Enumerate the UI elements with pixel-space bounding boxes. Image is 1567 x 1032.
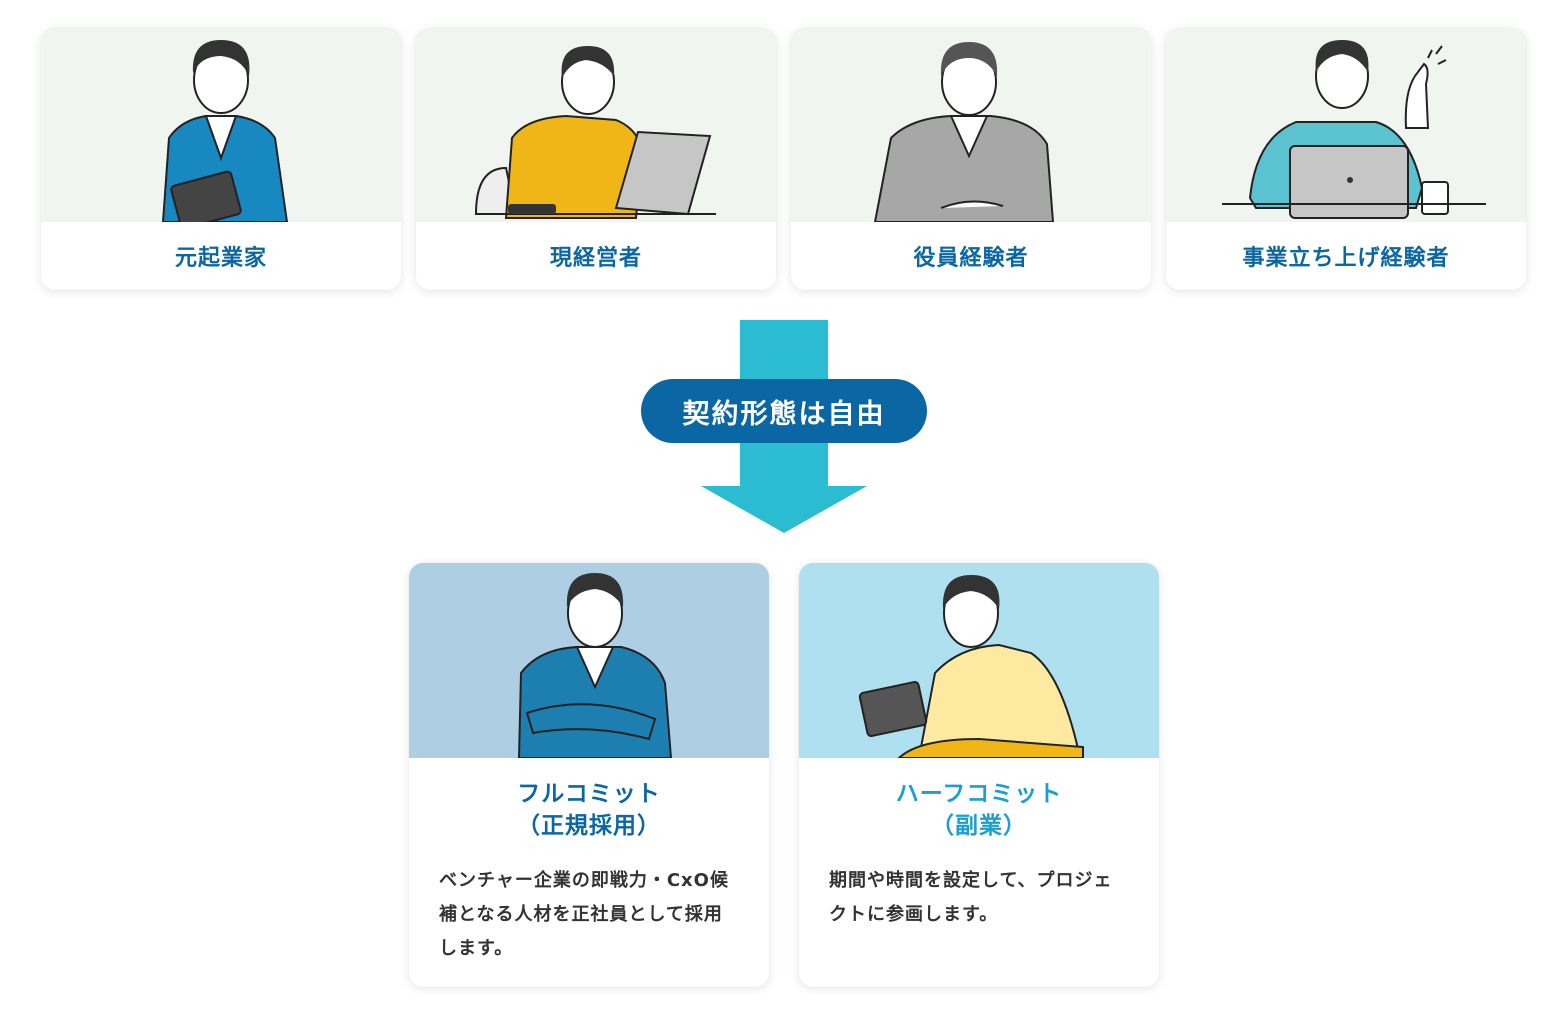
option-title-sub: （副業） (799, 810, 1159, 842)
option-description: ベンチャー企業の即戦力・CxO候補となる人材を正社員として採用します。 (439, 864, 739, 966)
profile-label: 現経営者 (416, 222, 776, 290)
option-title-sub: （正規採用） (409, 810, 769, 842)
board-member-illustration (791, 28, 1151, 222)
option-title: ハーフコミット （副業） (799, 778, 1159, 842)
full-commit-illustration (409, 563, 769, 758)
half-commit-illustration (799, 563, 1159, 758)
profile-card-executive: 現経営者 (416, 28, 776, 290)
contract-type-badge: 契約形態は自由 (641, 379, 927, 443)
profile-label: 元起業家 (41, 222, 401, 290)
flow-arrow-head (701, 486, 867, 533)
option-card-half-commit: ハーフコミット （副業） 期間や時間を設定して、プロジェクトに参画します。 (799, 563, 1159, 987)
option-card-full-commit: フルコミット （正規採用） ベンチャー企業の即戦力・CxO候補となる人材を正社員… (409, 563, 769, 987)
profile-label: 事業立ち上げ経験者 (1166, 222, 1526, 290)
option-title-main: フルコミット (409, 778, 769, 810)
founder-illustration (41, 28, 401, 222)
profile-card-startup-builder: 事業立ち上げ経験者 (1166, 28, 1526, 290)
option-title-main: ハーフコミット (799, 778, 1159, 810)
profile-card-founder: 元起業家 (41, 28, 401, 290)
profile-label: 役員経験者 (791, 222, 1151, 290)
startup-builder-illustration (1166, 28, 1526, 222)
executive-illustration (416, 28, 776, 222)
option-description: 期間や時間を設定して、プロジェクトに参画します。 (829, 864, 1129, 932)
option-title: フルコミット （正規採用） (409, 778, 769, 842)
profile-card-board-member: 役員経験者 (791, 28, 1151, 290)
